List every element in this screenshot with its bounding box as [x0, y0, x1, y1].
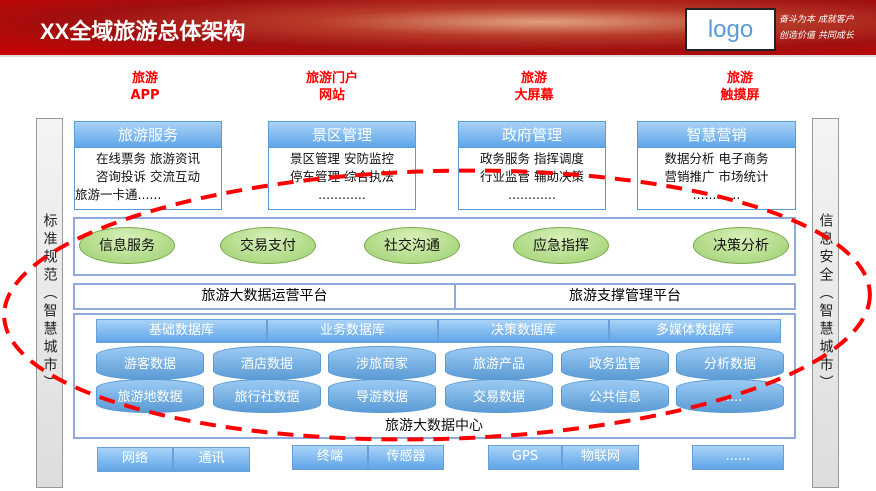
data-cylinder: 政务监管: [561, 346, 669, 380]
infra-terminal: 终端: [292, 445, 368, 470]
card-line: 数据分析 电子商务: [664, 151, 769, 166]
channel-line: 大屏幕: [514, 88, 554, 103]
infra-more: ......: [692, 445, 784, 470]
data-cylinder: 旅游产品: [445, 346, 553, 380]
right-pillar-security: 信息安全（智慧城市）: [812, 118, 839, 488]
data-cylinder: 旅游地数据: [96, 379, 204, 413]
card-title: 智慧营销: [637, 121, 796, 148]
data-cylinder: 交易数据: [445, 379, 553, 413]
infra-communication: 通讯: [173, 447, 250, 472]
channel-app: 旅游 APP: [90, 70, 200, 104]
channel-line: 旅游门户: [305, 71, 358, 86]
db-multimedia: 多媒体数据库: [609, 319, 781, 343]
page-title: XX全域旅游总体架构: [40, 19, 246, 44]
db-decision: 决策数据库: [438, 319, 609, 343]
data-cylinder: 公共信息: [561, 379, 669, 413]
channel-line: 触摸屏: [720, 88, 760, 103]
card-line: ............: [508, 187, 556, 202]
data-cylinder: 导游数据: [328, 379, 436, 413]
channel-line: 旅游: [131, 71, 158, 86]
card-line: 政务服务 指挥调度: [480, 151, 584, 166]
platform-support: 旅游支撑管理平台: [454, 283, 796, 310]
card-line: 咨询投诉 交流互动: [96, 169, 200, 184]
service-card-government: 政府管理 政务服务 指挥调度行业监管 辅助决策............: [458, 121, 606, 210]
slogan-line: 奋斗为本 成就客户: [779, 15, 854, 25]
function-decision: 决策分析: [693, 227, 789, 264]
channel-touch-screen: 旅游触摸屏: [685, 70, 795, 104]
service-card-scenic: 景区管理 景区管理 安防监控停车管理 综合执法............: [268, 121, 416, 210]
data-cylinder: 游客数据: [96, 346, 204, 380]
card-line: 停车管理 综合执法: [290, 169, 394, 184]
channel-line: APP: [130, 88, 160, 103]
channel-portal: 旅游门户网站: [277, 70, 387, 104]
infra-gps: GPS: [488, 445, 562, 470]
service-card-marketing: 智慧营销 数据分析 电子商务营销推广 市场统计............: [637, 121, 796, 210]
card-line: 景区管理 安防监控: [290, 151, 394, 166]
slogan: 奋斗为本 成就客户 创造价值 共同成长: [779, 12, 854, 44]
card-line: 旅游一卡通......: [75, 187, 162, 202]
db-basic: 基础数据库: [96, 319, 267, 343]
data-center-label: 旅游大数据中心: [385, 418, 483, 434]
service-card-tourism: 旅游服务 在线票务 旅游资讯咨询投诉 交流互动旅游一卡通......: [74, 121, 222, 210]
data-cylinder: ......: [676, 379, 784, 413]
function-emergency: 应急指挥: [513, 227, 609, 264]
left-pillar-standards: 标准规范（智慧城市）: [36, 118, 63, 488]
logo: logo: [685, 8, 776, 51]
card-line: 在线票务 旅游资讯: [96, 151, 200, 166]
data-cylinder: 涉旅商家: [328, 346, 436, 380]
card-line: ............: [692, 187, 741, 202]
data-cylinder: 分析数据: [676, 346, 784, 380]
channel-line: 旅游: [520, 71, 547, 86]
card-line: 行业监管 辅助决策: [480, 169, 584, 184]
card-title: 旅游服务: [74, 121, 222, 148]
function-info-service: 信息服务: [79, 227, 175, 264]
infra-sensor: 传感器: [368, 445, 444, 470]
card-line: 营销推广 市场统计: [664, 169, 769, 184]
function-payment: 交易支付: [220, 227, 316, 264]
channel-line: 网站: [318, 88, 345, 103]
card-title: 政府管理: [458, 121, 606, 148]
function-social: 社交沟通: [364, 227, 460, 264]
card-title: 景区管理: [268, 121, 416, 148]
platform-operations: 旅游大数据运营平台: [73, 283, 456, 310]
data-cylinder: 旅行社数据: [213, 379, 321, 413]
slogan-line: 创造价值 共同成长: [779, 31, 854, 41]
card-line: ............: [318, 187, 366, 202]
channel-line: 旅游: [726, 71, 753, 86]
infra-network: 网络: [97, 447, 173, 472]
infra-iot: 物联网: [562, 445, 639, 470]
data-cylinder: 酒店数据: [213, 346, 321, 380]
channel-big-screen: 旅游大屏幕: [479, 70, 589, 104]
db-business: 业务数据库: [267, 319, 438, 343]
